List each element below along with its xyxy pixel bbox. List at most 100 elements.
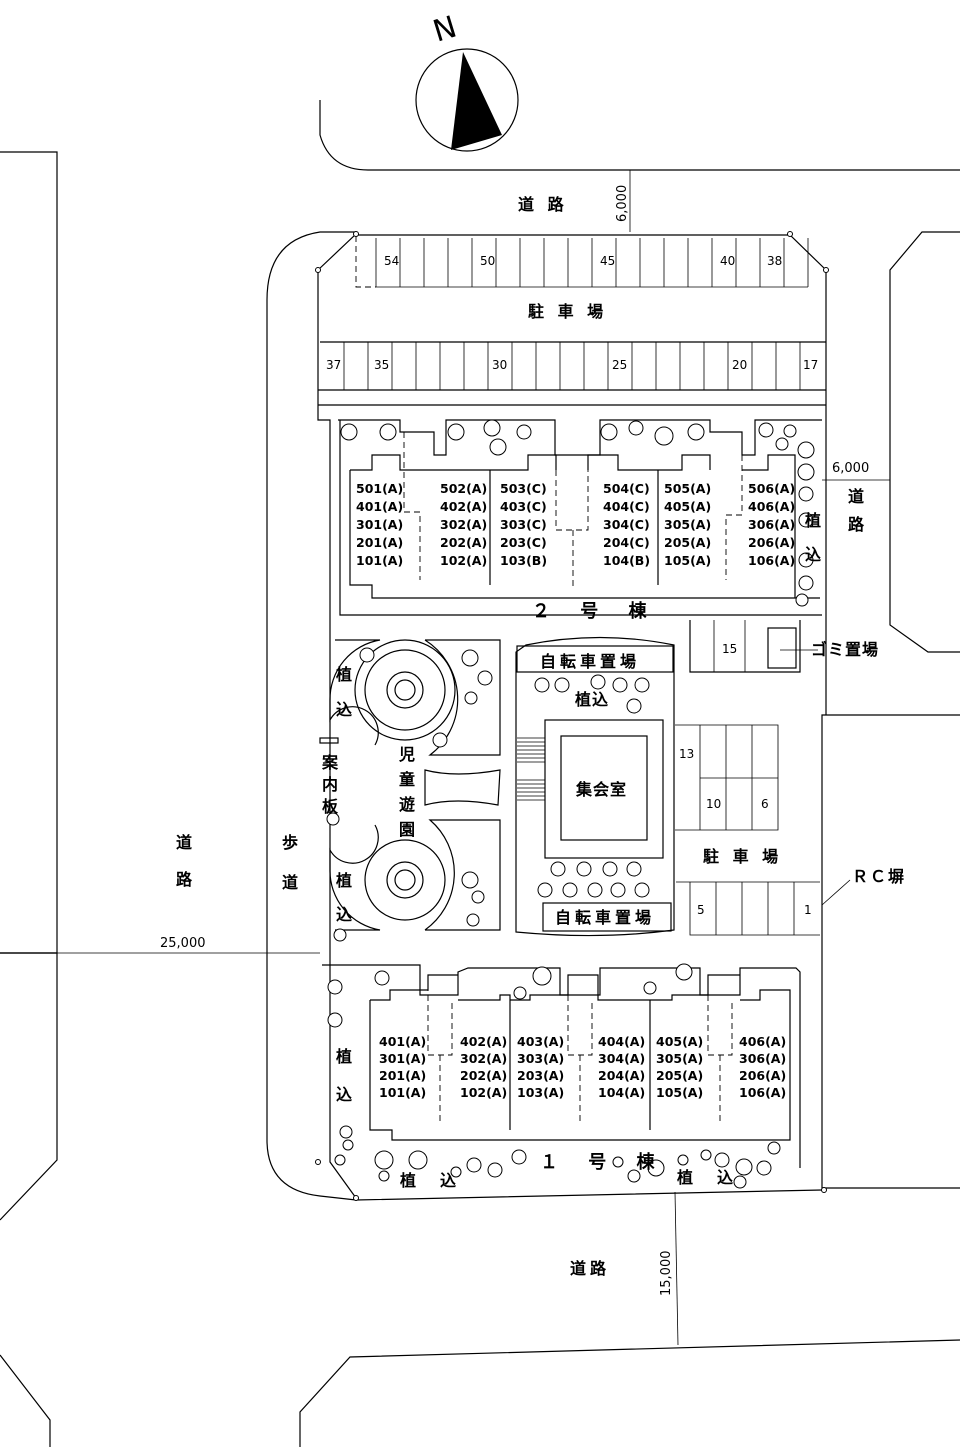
unit-label-building-1: 401(A) bbox=[379, 1034, 426, 1049]
stall-number-45: 45 bbox=[600, 254, 615, 268]
road-left-label-1: 道 bbox=[176, 833, 196, 852]
unit-label-building-1: 304(A) bbox=[598, 1051, 645, 1066]
stall-number-17: 17 bbox=[803, 358, 818, 372]
unit-label-building-1: 103(A) bbox=[517, 1085, 564, 1100]
building-2-label: ２ 号 棟 bbox=[532, 600, 659, 622]
stall-number-6: 6 bbox=[761, 797, 769, 811]
stall-number-54: 54 bbox=[384, 254, 399, 268]
tree-icon bbox=[487, 1162, 503, 1178]
tree-icon bbox=[628, 420, 644, 436]
parking-lot-top: 駐 車 場 54 50 45 40 38 37 35 30 25 20 17 bbox=[318, 236, 826, 406]
unit-label-building-2: 505(A) bbox=[664, 481, 711, 496]
community-hall-label: 集会室 bbox=[575, 780, 627, 799]
tree-icon bbox=[513, 986, 527, 1000]
garbage-area-label: ゴミ置場 bbox=[811, 640, 879, 659]
sidewalk-label-2: 道 bbox=[282, 873, 302, 892]
unit-label-building-2: 406(A) bbox=[748, 499, 795, 514]
unit-label-building-1: 306(A) bbox=[739, 1051, 786, 1066]
unit-label-building-1: 106(A) bbox=[739, 1085, 786, 1100]
planting-label-2right-b: 込 bbox=[805, 545, 825, 564]
unit-label-building-1: 101(A) bbox=[379, 1085, 426, 1100]
stall-number-40: 40 bbox=[720, 254, 735, 268]
tree-icon bbox=[733, 1175, 747, 1189]
unit-label-building-2: 506(A) bbox=[748, 481, 795, 496]
tree-icon bbox=[408, 1150, 428, 1170]
tree-icon bbox=[612, 677, 628, 693]
tree-icon bbox=[634, 882, 650, 898]
notice-board-label-char: 内 bbox=[322, 775, 342, 794]
notice-board-label-char: 板 bbox=[322, 797, 342, 816]
road-bottom-label: 道路 bbox=[570, 1259, 610, 1278]
tree-icon bbox=[450, 1166, 462, 1178]
tree-icon bbox=[489, 438, 507, 456]
unit-label-building-2: 202(A) bbox=[440, 535, 487, 550]
unit-label-building-2: 205(A) bbox=[664, 535, 711, 550]
tree-icon bbox=[798, 552, 814, 568]
tree-icon bbox=[461, 871, 479, 889]
unit-label-building-2: 206(A) bbox=[748, 535, 795, 550]
planting-label-play-bot-2: 込 bbox=[336, 905, 356, 924]
road-edges bbox=[0, 100, 960, 1447]
unit-label-building-1: 202(A) bbox=[460, 1068, 507, 1083]
unit-label-building-1: 206(A) bbox=[739, 1068, 786, 1083]
tree-icon bbox=[532, 966, 552, 986]
tree-icon bbox=[483, 419, 501, 437]
tree-icon bbox=[340, 423, 358, 441]
tree-icon bbox=[447, 423, 465, 441]
stall-number-15: 15 bbox=[722, 642, 737, 656]
unit-label-building-1: 405(A) bbox=[656, 1034, 703, 1049]
tree-icon bbox=[600, 423, 618, 441]
tree-icon bbox=[647, 1159, 665, 1177]
stall-number-25: 25 bbox=[612, 358, 627, 372]
tree-icon bbox=[562, 882, 578, 898]
unit-label-building-2: 104(B) bbox=[603, 553, 650, 568]
tree-icon bbox=[612, 1156, 624, 1168]
stall-number-38: 38 bbox=[767, 254, 782, 268]
unit-label-building-1: 104(A) bbox=[598, 1085, 645, 1100]
tree-icon bbox=[466, 1157, 482, 1173]
tree-icon bbox=[464, 691, 478, 705]
tree-icon bbox=[798, 486, 814, 502]
tree-icon bbox=[627, 1169, 641, 1183]
tree-icon bbox=[550, 861, 566, 877]
tree-icon bbox=[516, 424, 532, 440]
tree-icon bbox=[326, 812, 340, 826]
stall-number-35: 35 bbox=[374, 358, 389, 372]
building-1-label: １ 号 棟 bbox=[540, 1151, 667, 1173]
stall-number-50: 50 bbox=[480, 254, 495, 268]
tree-icon bbox=[643, 981, 657, 995]
tree-icon bbox=[334, 1154, 346, 1166]
tree-icon bbox=[374, 1150, 394, 1170]
parking-lot-right: 15 13 10 6 5 1 駐 車 場 ゴミ置場 ＲＣ塀 bbox=[675, 620, 906, 936]
tree-icon bbox=[534, 677, 550, 693]
planting-label-play-bot-1: 植 bbox=[335, 871, 356, 890]
unit-label-building-2: 402(A) bbox=[440, 499, 487, 514]
unit-label-building-2: 501(A) bbox=[356, 481, 403, 496]
tree-icon bbox=[783, 424, 797, 438]
unit-label-building-2: 305(A) bbox=[664, 517, 711, 532]
playground-label-char: 児 bbox=[398, 745, 419, 764]
dimension-left: 25,000 bbox=[160, 936, 206, 951]
stall-number-13: 13 bbox=[679, 747, 694, 761]
unit-label-building-2: 404(C) bbox=[603, 499, 650, 514]
tree-icon bbox=[675, 963, 693, 981]
tree-icon bbox=[687, 423, 705, 441]
tree-icon bbox=[378, 1170, 390, 1182]
stall-number-30: 30 bbox=[492, 358, 507, 372]
rc-wall-label: ＲＣ塀 bbox=[852, 867, 906, 886]
bicycle-parking-top-label: 自転車置場 bbox=[540, 652, 640, 671]
dimension-bottom: 15,000 bbox=[659, 1251, 674, 1297]
unit-label-building-2: 105(A) bbox=[664, 553, 711, 568]
tree-icon bbox=[677, 1154, 689, 1166]
north-arrow-icon: N bbox=[415, 10, 519, 152]
unit-label-building-2: 401(A) bbox=[356, 499, 403, 514]
tree-icon bbox=[758, 422, 774, 438]
tree-icon bbox=[587, 882, 603, 898]
tree-icon bbox=[379, 423, 397, 441]
tree-icon bbox=[756, 1160, 772, 1176]
north-label: N bbox=[429, 10, 461, 50]
planting-label-play-top-2: 込 bbox=[336, 700, 356, 719]
community-hall-block: 自転車置場 自転車置場 集会室 植込 bbox=[515, 636, 675, 937]
